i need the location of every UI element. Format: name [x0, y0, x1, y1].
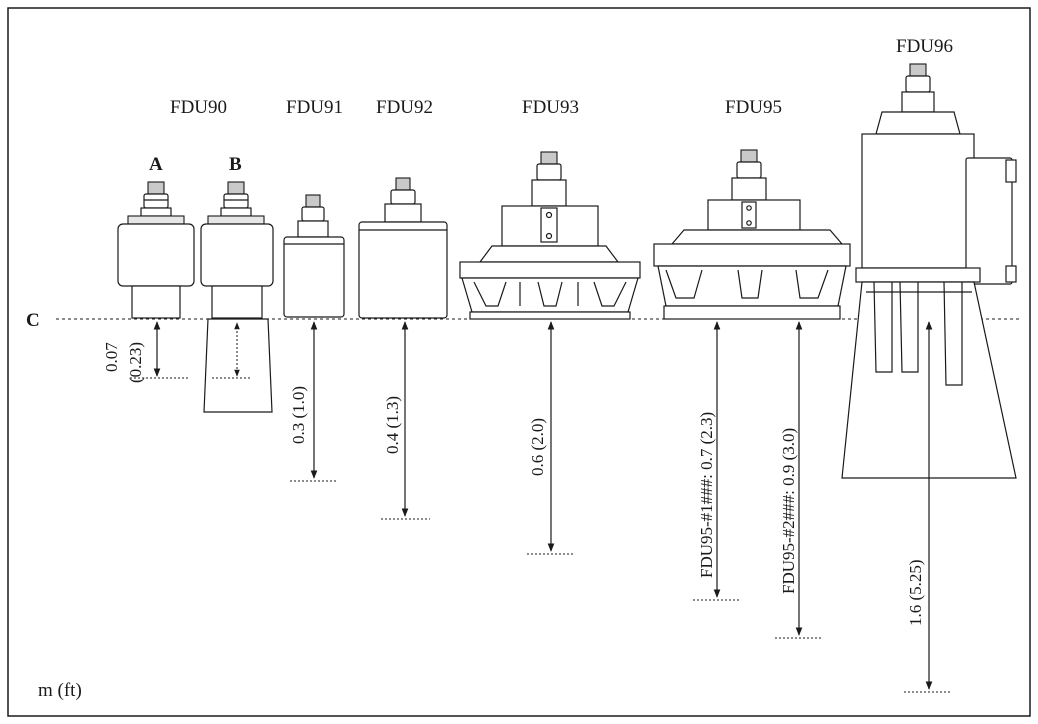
fdu92-sensor [358, 177, 448, 319]
fdu92-dim: 0.4 (1.3) [383, 396, 402, 454]
fdu90-sensor-a [117, 181, 195, 319]
fdu92-dimension: 0.4 (1.3) [381, 321, 430, 520]
unit-label: m (ft) [38, 680, 82, 701]
label-fdu90: FDU90 [170, 97, 227, 118]
fdu95-dimension-1: FDU95-#1###: 0.7 (2.3) [693, 321, 740, 601]
label-fdu93: FDU93 [522, 97, 579, 118]
fdu95-dim-2: FDU95-#2###: 0.9 (3.0) [779, 428, 798, 594]
label-variant-b: B [229, 154, 242, 175]
fdu96-dim: 1.6 (5.25) [906, 559, 925, 626]
label-variant-a: A [149, 154, 163, 175]
fdu91-dimension: 0.3 (1.0) [289, 321, 338, 482]
fdu91-dim: 0.3 (1.0) [289, 386, 308, 444]
label-fdu92: FDU92 [376, 97, 433, 118]
fdu90-dim-ft: (0.23) [126, 342, 145, 383]
label-fdu96: FDU96 [896, 36, 953, 57]
fdu90-dimension: 0.07 (0.23) [102, 321, 250, 383]
label-fdu91: FDU91 [286, 97, 343, 118]
fdu90-dim-m: 0.07 [102, 342, 121, 372]
fdu95-dimension-2: FDU95-#2###: 0.9 (3.0) [775, 321, 822, 639]
fdu90-sensor-b [200, 181, 274, 413]
fdu93-sensor [459, 151, 641, 320]
label-fdu95: FDU95 [725, 97, 782, 118]
fdu95-dim-1: FDU95-#1###: 0.7 (2.3) [697, 412, 716, 578]
fdu96-dimension: 1.6 (5.25) [904, 321, 952, 693]
fdu93-dim: 0.6 (2.0) [528, 418, 547, 476]
fdu93-dimension: 0.6 (2.0) [527, 321, 575, 555]
fdu95-sensor [653, 149, 851, 320]
fdu91-sensor [283, 194, 345, 318]
diagram-frame [7, 7, 1031, 717]
ref-c-label: C [26, 310, 40, 331]
